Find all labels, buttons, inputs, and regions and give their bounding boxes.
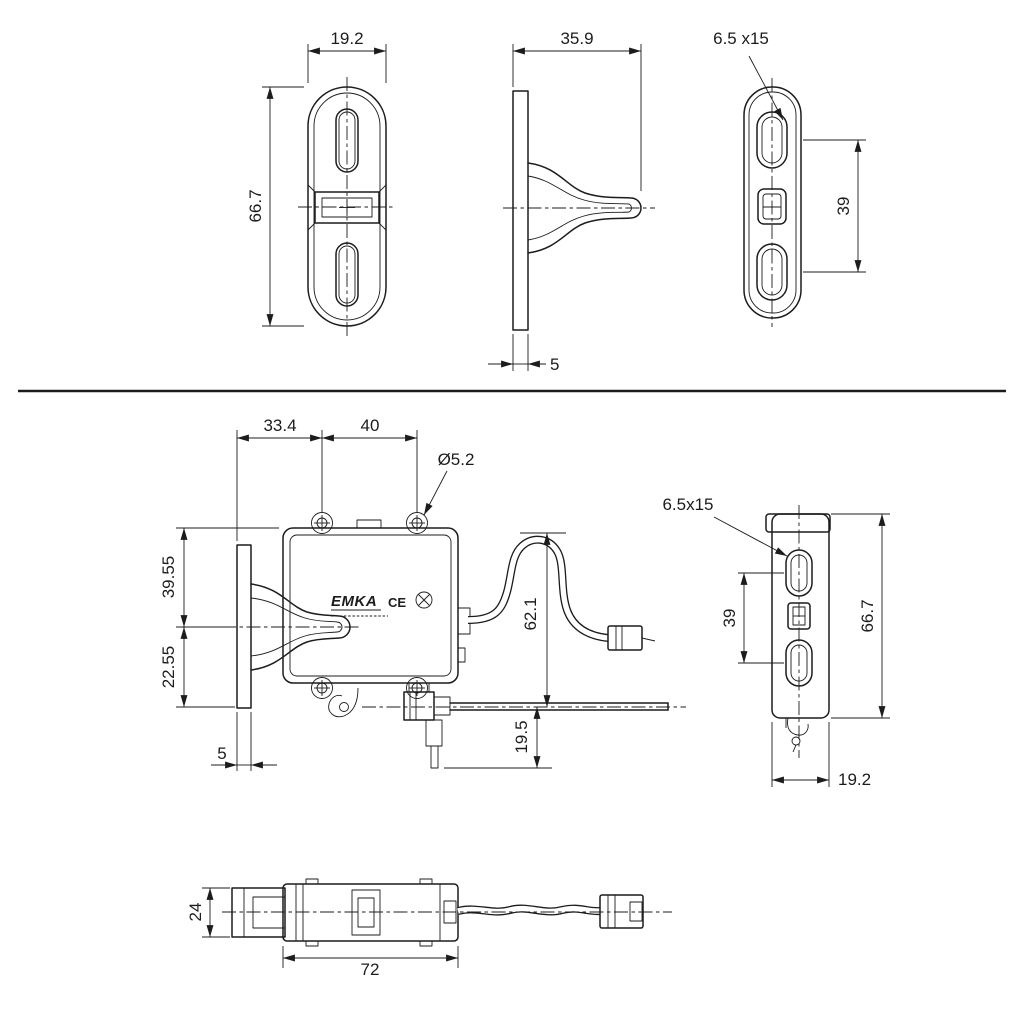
plate-outline <box>743 86 802 319</box>
dim-side-spacing: 39 <box>720 609 739 628</box>
cable-connector <box>599 894 644 929</box>
dim-body-length: 72 <box>361 960 380 979</box>
screw-boss-bottom-right <box>406 677 428 699</box>
latch-body-inner <box>289 534 452 677</box>
dim-front-width: 19.2 <box>330 29 363 48</box>
front-view: 19.2 66.7 <box>246 29 396 336</box>
dim-center-to-bottom: 22.55 <box>159 646 178 689</box>
bracket-slot <box>252 896 285 929</box>
dim-bottom-height: 24 <box>186 903 205 922</box>
hole-leader <box>423 470 448 516</box>
dim-cable-height: 62.1 <box>521 597 540 630</box>
crossed-circle-icon <box>415 591 433 609</box>
plate-inner-contour <box>748 91 797 314</box>
dim-plate-to-hole: 33.4 <box>263 416 296 435</box>
dim-top-to-center: 39.55 <box>159 556 178 599</box>
dim-profile-thickness: 5 <box>550 355 559 374</box>
side-view: 6.5x15 39 66.7 19.2 <box>662 495 890 789</box>
rear-view: 6.5 x15 39 <box>713 29 866 327</box>
arm-outline <box>527 162 642 254</box>
plate-edge <box>512 90 529 331</box>
screw-boss-top-left <box>311 512 333 534</box>
plunger <box>425 719 443 769</box>
center-feature <box>351 889 381 936</box>
dim-rod-offset: 19.5 <box>512 720 531 753</box>
dim-hole-diameter: Ø5.2 <box>438 450 475 469</box>
ce-mark: CE <box>388 595 406 610</box>
label-slot-size: 6.5x15 <box>662 495 713 514</box>
profile-view: 35.9 5 <box>488 29 655 374</box>
rod-fitting <box>403 691 435 721</box>
top-flange <box>765 513 831 533</box>
latch-body <box>282 883 459 942</box>
label-slot-size: 6.5 x15 <box>713 29 769 48</box>
screw-boss-bottom-left <box>311 677 333 699</box>
plate-inner-contour <box>313 92 381 321</box>
dim-side-width: 19.2 <box>838 770 871 789</box>
body-top-tab <box>356 519 382 529</box>
bracket <box>231 887 286 938</box>
dim-hole-spacing: 40 <box>361 416 380 435</box>
dim-front-height: 66.7 <box>246 189 265 222</box>
bottom-view: 24 72 <box>186 878 672 979</box>
cable-tail <box>785 717 809 753</box>
arm-inner-contour <box>250 597 343 657</box>
screw-boss-top-right <box>406 512 428 534</box>
dim-side-height: 66.7 <box>858 599 877 632</box>
dim-profile-width: 35.9 <box>560 29 593 48</box>
dim-plate-thickness: 5 <box>217 744 226 763</box>
plate-outline <box>771 513 830 719</box>
slot-leader <box>713 516 788 557</box>
brand-logo: EMKA <box>331 593 377 610</box>
assembly-view: EMKA CE <box>159 416 686 771</box>
cable-connector <box>607 625 656 651</box>
keeper-band <box>314 191 380 224</box>
hook-lever <box>328 687 359 718</box>
slot-leader <box>748 55 784 121</box>
plate-edge <box>236 544 252 709</box>
dim-rear-spacing: 39 <box>834 197 853 216</box>
